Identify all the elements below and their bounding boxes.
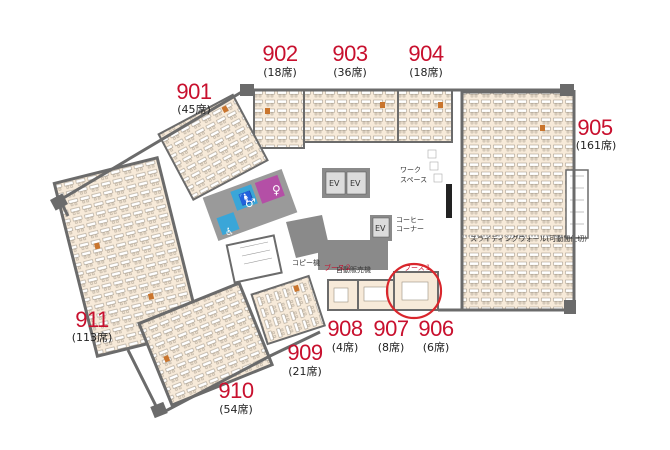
room-910 xyxy=(137,281,275,408)
room-901-number: 901 xyxy=(176,79,212,104)
booth-1-label: ブース１ xyxy=(404,263,432,272)
room-909 xyxy=(250,274,326,346)
room-903-number: 903 xyxy=(332,41,368,66)
room-904-number: 904 xyxy=(408,41,444,66)
room-908-seats: (4席) xyxy=(331,341,359,354)
room-910-seats: (54席) xyxy=(219,403,253,416)
room-905-seats: (161席) xyxy=(575,139,617,152)
room-905: スライディングウォール(可動間仕切) xyxy=(460,90,589,312)
coffee-corner-label-2: コーナー xyxy=(396,225,424,233)
room-902-seats: (18席) xyxy=(263,66,297,79)
room-911-seats: (113席) xyxy=(71,331,113,344)
work-space-label-2: スペース xyxy=(400,176,427,184)
copy-machine-label: コピー機 xyxy=(292,258,320,267)
room-907-number: 907 xyxy=(373,316,409,341)
room-903 xyxy=(303,89,399,143)
room-911 xyxy=(52,156,203,358)
coffee-corner-label-1: コーヒー xyxy=(396,216,424,224)
highlight-circle xyxy=(385,262,443,320)
room-908 xyxy=(327,279,359,311)
mens-restroom-icon: ♂ xyxy=(245,196,256,210)
room-909-number: 909 xyxy=(287,340,323,365)
room-908-number: 908 xyxy=(327,316,363,341)
elevator-label-3: EV xyxy=(375,224,386,233)
room-904-seats: (18席) xyxy=(409,66,443,79)
room-910-number: 910 xyxy=(218,378,254,403)
room-905-number: 905 xyxy=(577,115,613,140)
room-906 xyxy=(393,271,439,311)
restroom-area: 🚹 xyxy=(202,169,298,241)
room-911-number: 911 xyxy=(75,307,109,332)
svg-text:🚹: 🚹 xyxy=(238,190,256,207)
room-906-number: 906 xyxy=(418,316,454,341)
room-901 xyxy=(157,93,269,201)
work-space-label-1: ワーク xyxy=(400,166,421,174)
room-909-seats: (21席) xyxy=(288,365,322,378)
room-902-number: 902 xyxy=(262,41,298,66)
womens-restroom-icon: ♀ xyxy=(272,183,281,197)
room-904 xyxy=(397,89,453,143)
room-907-seats: (8席) xyxy=(377,341,405,354)
building-core: EV EV EV 🚹 ♂ ♀ ♿ xyxy=(202,168,392,284)
elevator-label-1: EV xyxy=(329,179,340,188)
work-space-desks xyxy=(427,149,452,218)
elevator-label-2: EV xyxy=(350,179,361,188)
room-901-seats: (45席) xyxy=(177,103,211,116)
vending-machine-label: 自動販売機 xyxy=(336,265,371,274)
booth-2-label: ブース２ xyxy=(324,263,352,272)
room-902 xyxy=(253,89,305,149)
room-903-seats: (36席) xyxy=(333,66,367,79)
room-906-seats: (6席) xyxy=(422,341,450,354)
accessible-restroom-icon: ♿ xyxy=(225,227,234,238)
sliding-wall-label: スライディングウォール(可動間仕切) xyxy=(470,234,587,243)
